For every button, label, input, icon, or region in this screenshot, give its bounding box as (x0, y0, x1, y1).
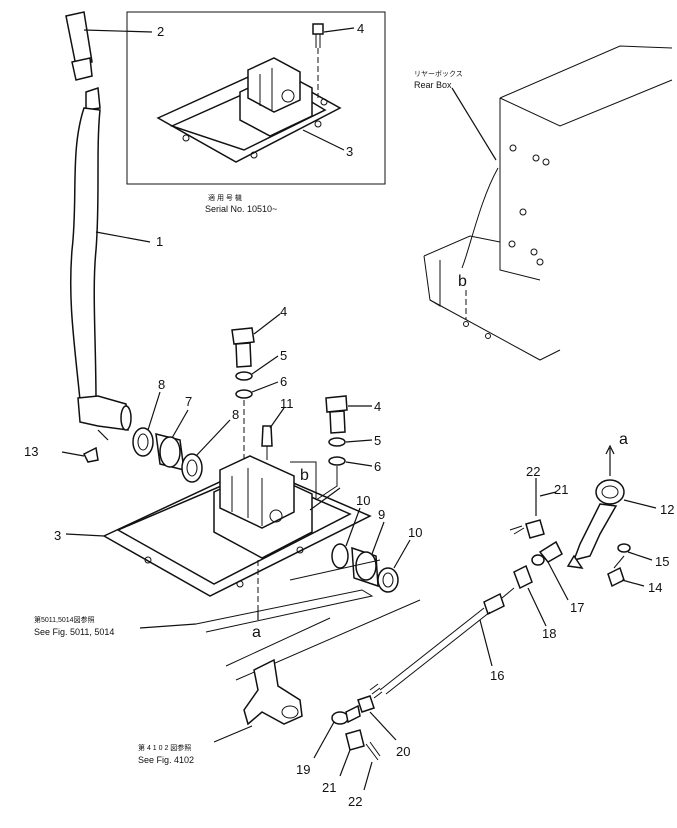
marker-a-bottom: a (252, 624, 261, 641)
marker-a-top: a (619, 431, 628, 448)
fig-4102-jp: 第 4 1 0 2 図参照 (138, 743, 191, 752)
callout-5-right: 5 (374, 433, 381, 448)
callout-20: 20 (396, 744, 410, 759)
serial-note: Serial No. 10510~ (205, 204, 277, 214)
callout-4-main: 4 (280, 304, 287, 319)
callout-22-bottom: 22 (348, 794, 362, 809)
callout-10-left: 10 (356, 493, 370, 508)
callout-21-top: 21 (554, 482, 568, 497)
rear-box-label: Rear Box (414, 80, 452, 90)
callout-4-right: 4 (374, 399, 381, 414)
inset-panel (126, 11, 386, 185)
lever-assembly (61, 11, 153, 463)
callout-1: 1 (156, 234, 163, 249)
linkage-right (213, 444, 657, 791)
callout-5-main: 5 (280, 348, 287, 363)
callout-8-left: 8 (158, 377, 165, 392)
callout-3-inset: 3 (346, 144, 353, 159)
callout-8-right: 8 (232, 407, 239, 422)
callout-3-main: 3 (54, 528, 61, 543)
serial-note-jp: 適 用 号 機 (208, 193, 242, 202)
right-bolt-group (315, 395, 373, 501)
callout-6-main: 6 (280, 374, 287, 389)
callout-11: 11 (280, 396, 294, 411)
bushing-group-left (132, 391, 231, 483)
main-bracket (65, 313, 372, 620)
callout-13: 13 (24, 444, 38, 459)
callout-10-right: 10 (408, 525, 422, 540)
callout-7: 7 (185, 394, 192, 409)
callout-19: 19 (296, 762, 310, 777)
fig-4102: See Fig. 4102 (138, 755, 194, 765)
rear-box-label-jp: リヤーボックス (414, 70, 463, 78)
bushing-group-right (331, 507, 411, 593)
callout-9: 9 (378, 507, 385, 522)
callout-16: 16 (490, 668, 504, 683)
callout-22-top: 22 (526, 464, 540, 479)
callout-12: 12 (660, 502, 674, 517)
callout-6-right: 6 (374, 459, 381, 474)
fig-5011-jp: 第5011,5014図参照 (34, 615, 95, 624)
marker-b-bracket: b (300, 467, 309, 484)
rear-box (423, 45, 673, 361)
callout-2: 2 (157, 24, 164, 39)
callout-4-inset: 4 (357, 21, 364, 36)
callout-15: 15 (655, 554, 669, 569)
fig-5011: See Fig. 5011, 5014 (34, 627, 114, 637)
callout-17: 17 (570, 600, 584, 615)
callout-14: 14 (648, 580, 662, 595)
callout-21-bottom: 21 (322, 780, 336, 795)
marker-b-box: b (458, 273, 467, 290)
callout-18: 18 (542, 626, 556, 641)
